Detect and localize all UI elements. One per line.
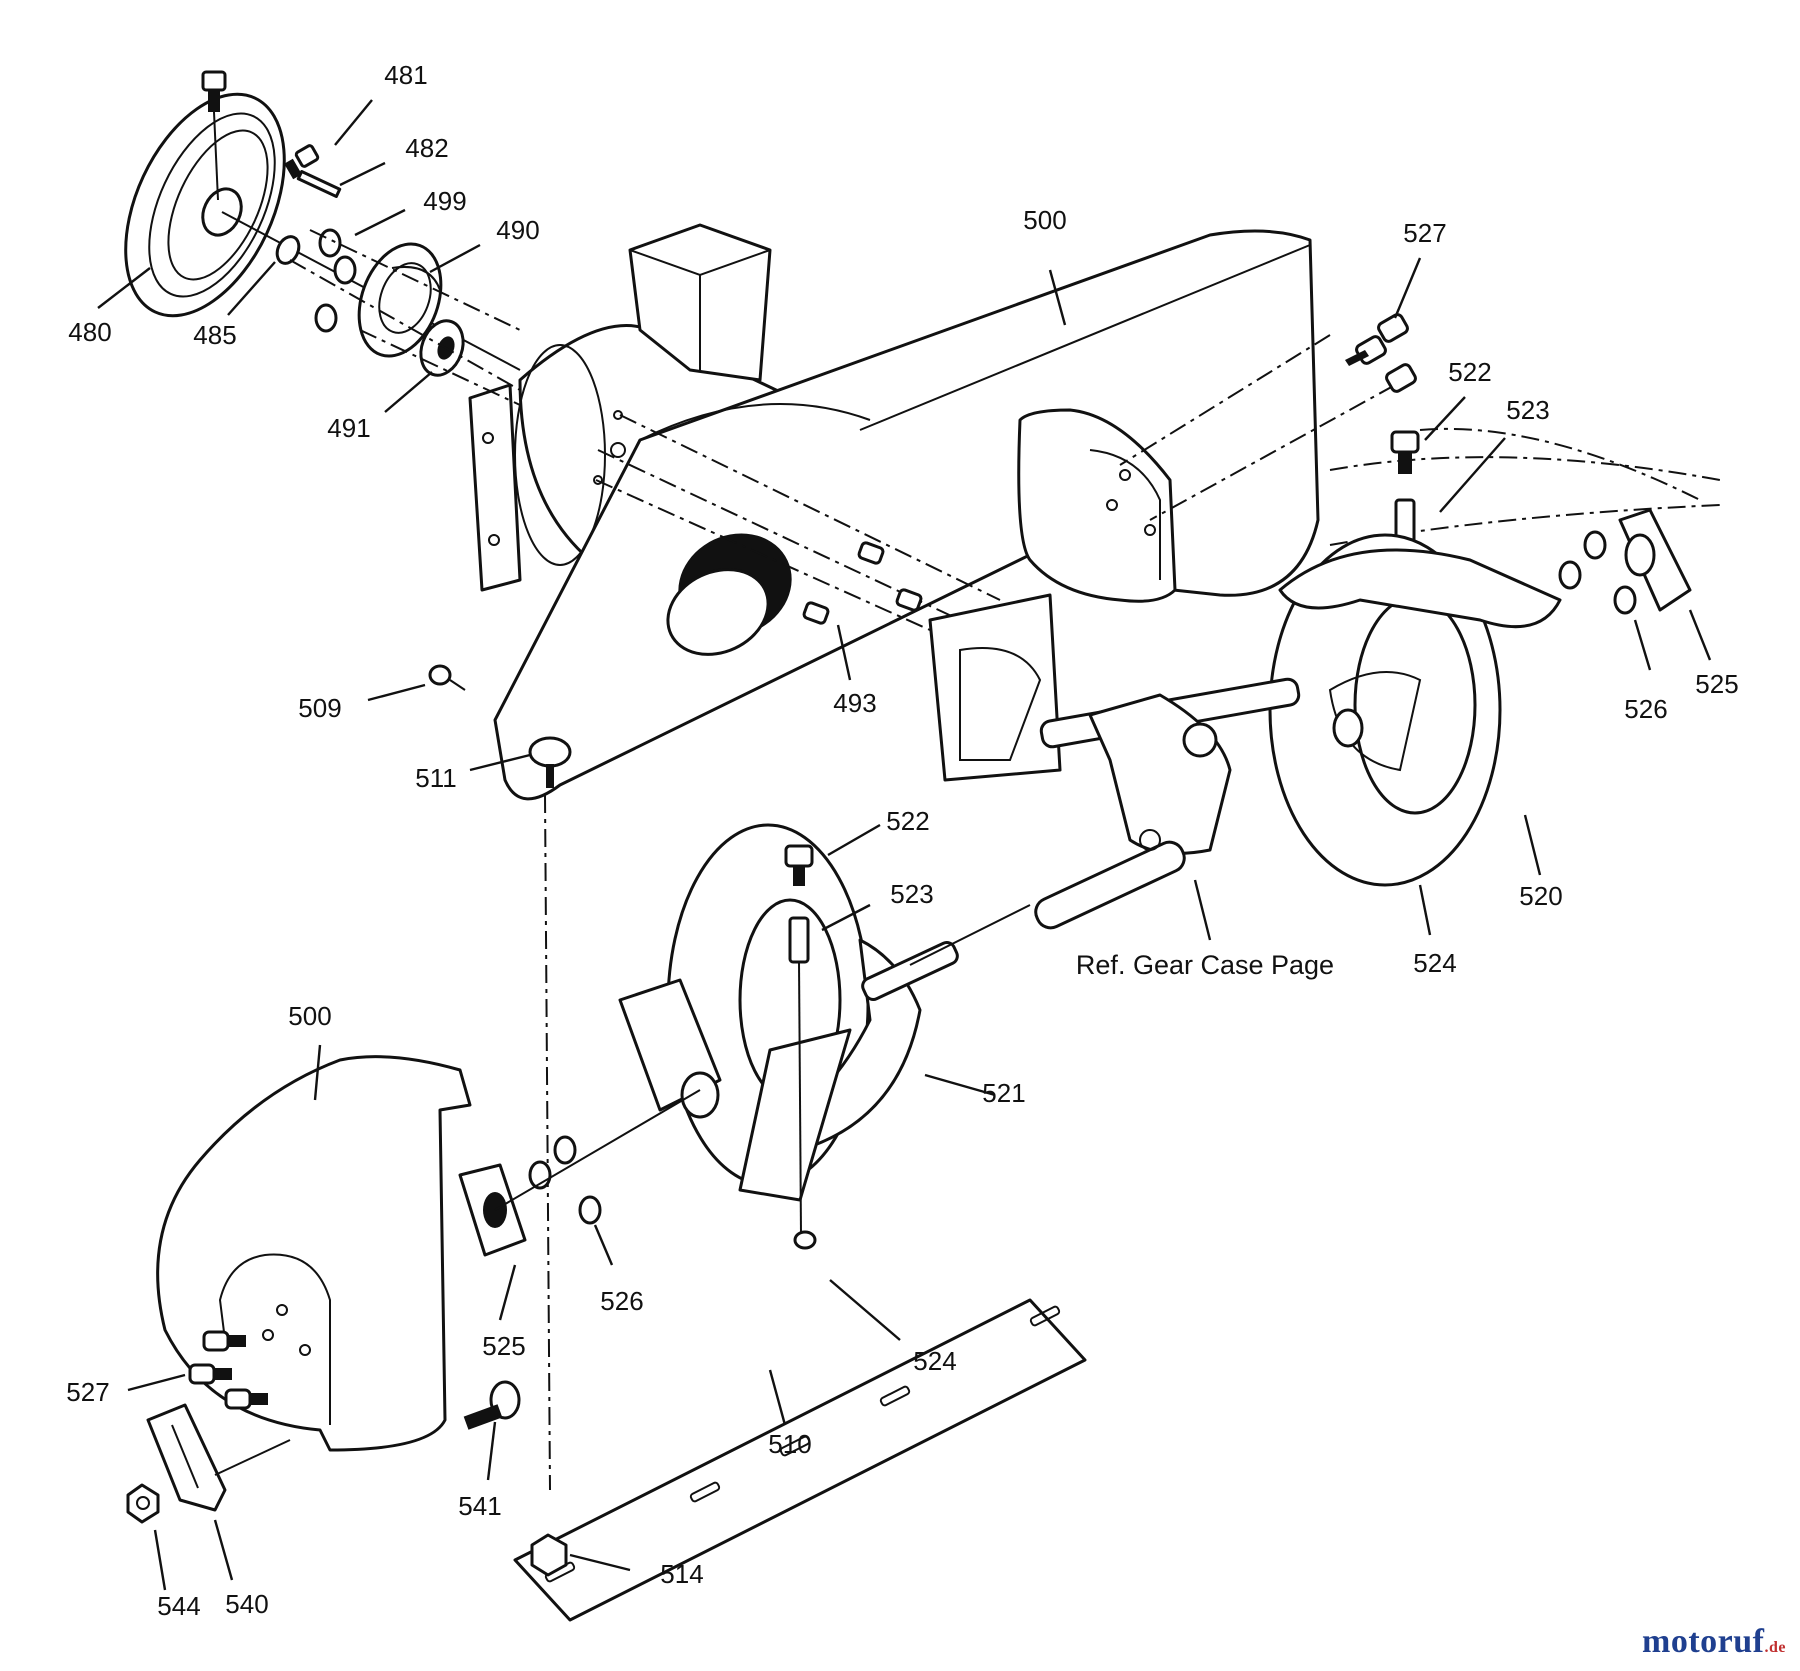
callout-485: 485 [193,320,236,350]
callout-525-upper: 525 [1695,669,1738,699]
callout-544: 544 [157,1591,200,1621]
callout-493: 493 [833,688,876,718]
callout-500-upper: 500 [1023,205,1066,235]
screws-527-upper [1345,313,1417,393]
auger-521 [618,823,1031,1202]
callout-481: 481 [384,60,427,90]
flange-490 [357,242,443,358]
auger-520 [1268,533,1562,887]
callout-520: 520 [1519,881,1562,911]
carriage-bolt-541 [463,1380,521,1430]
callout-511: 511 [415,763,456,793]
spacer-499 [314,228,357,333]
callout-540: 540 [225,1589,268,1619]
callout-525-lower: 525 [482,1331,525,1361]
shave-plate-510 [513,1298,1087,1622]
bolt-pulley-top [201,70,227,201]
callout-524-lower: 524 [913,1346,956,1376]
callout-510: 510 [768,1429,811,1459]
callout-526-lower: 526 [600,1286,643,1316]
callout-482: 482 [405,133,448,163]
callout-521: 521 [982,1078,1025,1108]
callout-514: 514 [660,1559,703,1589]
callout-541: 541 [458,1491,501,1521]
pulley-480 [124,92,521,371]
bearing-491 [419,319,465,377]
callout-491: 491 [327,413,370,443]
screw-509 [428,664,466,691]
callout-499: 499 [423,186,466,216]
callout-526-upper: 526 [1624,694,1667,724]
callout-500-lower: 500 [288,1001,331,1031]
callout-490: 490 [496,215,539,245]
watermark-brand: motoruf [1642,1623,1765,1660]
leader-lines [97,99,1712,1591]
callout-480: 480 [68,317,111,347]
callout-509: 509 [298,693,341,723]
watermark-logo: motoruf.de [1642,1623,1786,1661]
callout-523-lower: 523 [890,879,933,909]
bolt-522-lower [784,844,817,1250]
screw-481 [284,144,320,180]
bolt-511 [528,736,572,788]
auger-housing-500-lower [156,1055,701,1452]
callout-522-lower: 522 [886,806,929,836]
bearing-525-upper [1558,508,1692,615]
nut-544 [126,1483,160,1524]
washer-485 [275,235,301,265]
auger-housing-500-upper [468,223,1320,801]
skid-shoe-540 [146,1403,291,1512]
callout-524-upper: 524 [1413,948,1456,978]
nut-514 [530,1533,568,1577]
key-482 [296,169,342,199]
callout-527-lower: 527 [66,1377,109,1407]
callout-522-upper: 522 [1448,357,1491,387]
screws-493 [802,541,923,625]
gear-case-assembly [928,593,1301,930]
gear-case-reference-note: Ref. Gear Case Page [1076,950,1334,980]
watermark-suffix: .de [1764,1639,1786,1656]
screws-527-lower [188,1330,268,1410]
callout-labels: 481 482 499 490 480 485 491 500 527 522 … [66,60,1738,1621]
callout-523-upper: 523 [1506,395,1549,425]
callout-527-upper: 527 [1403,218,1446,248]
